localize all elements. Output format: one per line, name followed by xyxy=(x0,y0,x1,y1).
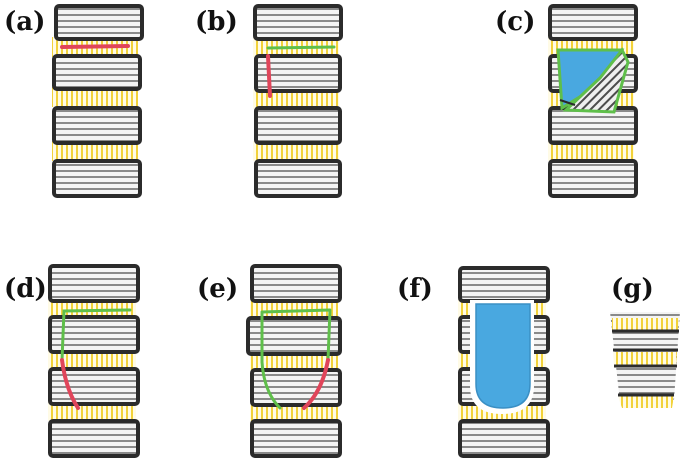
rock-block xyxy=(48,419,140,458)
core-column-a xyxy=(52,4,144,198)
rock-block xyxy=(458,266,550,303)
interlayer xyxy=(253,141,339,161)
rock-block xyxy=(250,264,342,303)
panel-f: (f) xyxy=(397,266,550,458)
red-fracture-line xyxy=(302,358,330,410)
core-column-e xyxy=(246,264,342,458)
core-fragment-g xyxy=(610,312,680,408)
rock-block xyxy=(548,159,638,198)
blue-cavity xyxy=(475,303,531,409)
rock-block xyxy=(52,106,142,145)
green-fracture-line xyxy=(266,45,336,50)
red-fracture-line xyxy=(266,54,272,98)
interlayer xyxy=(612,318,679,330)
interlayer xyxy=(253,89,339,109)
rock-block xyxy=(250,368,342,407)
green-fracture-line xyxy=(60,308,132,362)
panel-label-c: (c) xyxy=(495,7,535,37)
interlayer xyxy=(613,352,677,365)
green-fracture-line xyxy=(260,308,332,364)
core-column-d xyxy=(48,264,140,458)
panel-label-a: (a) xyxy=(4,7,45,37)
red-fracture-line xyxy=(60,44,130,49)
interlayer xyxy=(618,396,674,408)
interlayer xyxy=(250,299,338,319)
panel-label-e: (e) xyxy=(197,274,238,304)
interlayer xyxy=(250,403,338,423)
interlayer xyxy=(548,141,634,161)
panel-g: (g) xyxy=(610,274,680,408)
rock-block xyxy=(52,159,142,198)
rock-block xyxy=(54,4,144,41)
core-column-b xyxy=(253,4,343,198)
rock-block xyxy=(548,106,638,145)
rock-block xyxy=(254,159,342,198)
panel-label-d: (d) xyxy=(4,274,47,304)
rock-block xyxy=(254,54,342,93)
fragment-edge xyxy=(559,99,576,106)
panel-label-g: (g) xyxy=(611,274,654,304)
panel-label-b: (b) xyxy=(195,7,238,37)
striped-fragment xyxy=(562,47,630,114)
panel-c: (c) xyxy=(495,4,638,198)
rock-block xyxy=(246,316,342,356)
panel-e: (e) xyxy=(197,264,342,458)
interlayer xyxy=(52,87,138,107)
rock-block xyxy=(458,419,550,458)
rock-block xyxy=(48,264,140,303)
rock-block xyxy=(253,4,343,41)
rock-block xyxy=(250,419,342,458)
rock-block xyxy=(254,106,342,145)
panel-b: (b) xyxy=(195,4,343,198)
panel-a: (a) xyxy=(4,4,144,198)
interlayer xyxy=(48,299,136,319)
panel-d: (d) xyxy=(4,264,140,458)
panel-label-f: (f) xyxy=(397,274,433,304)
interlayer xyxy=(52,141,138,161)
red-fracture-line xyxy=(60,358,80,410)
rock-block xyxy=(548,4,638,41)
rock-block xyxy=(48,315,140,354)
rock-block xyxy=(52,54,142,91)
green-fracture-branch xyxy=(260,360,282,410)
